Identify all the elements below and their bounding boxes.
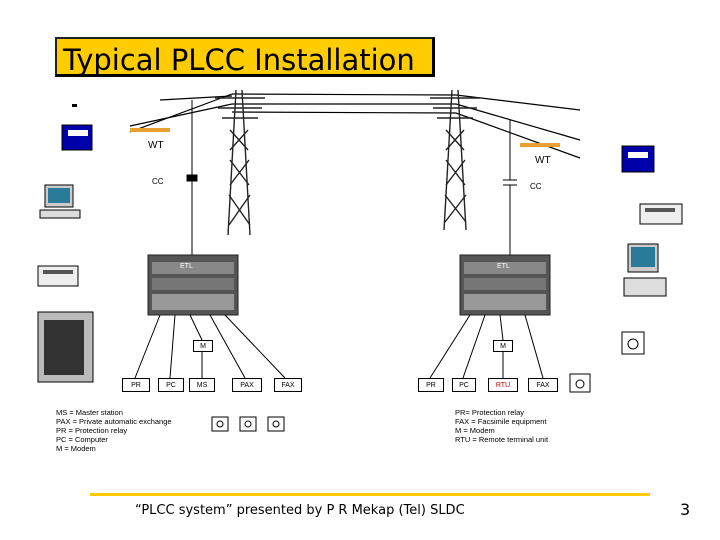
transmission-tower-right [430, 89, 480, 231]
coupling-capacitor-label-right: CC [530, 182, 542, 191]
legend-left-item: M = Modem [56, 444, 96, 453]
coupling-capacitor-left [186, 100, 198, 265]
footer-divider [90, 493, 650, 496]
page-title: Typical PLCC Installation [63, 43, 415, 77]
box-computer-left: PC [158, 378, 184, 392]
etl-label-right: ETL [497, 263, 510, 270]
fax-machine-icon-right [621, 145, 655, 173]
box-protection-relay-right: PR [418, 378, 444, 392]
legend-left-item: PAX = Private automatic exchange [56, 417, 172, 426]
telephone-icon-right-bottom [569, 373, 591, 393]
connections-left [134, 314, 286, 379]
telephone-icons-pax [211, 416, 285, 432]
computer-icon-left [39, 184, 81, 219]
connections-right [429, 314, 544, 379]
printer-icon-right [639, 203, 683, 225]
printer-icon-left [37, 265, 79, 287]
box-master-station: MS [189, 378, 215, 392]
modem-box-left: M [193, 340, 213, 352]
wave-trap-right [520, 143, 560, 147]
etl-label-left: ETL [180, 263, 193, 270]
plcc-rack-left [147, 254, 239, 316]
wave-trap-label-right: WT [535, 155, 551, 166]
telephone-icon-right-top [621, 331, 645, 355]
coupling-capacitor-label-left: CC [152, 177, 164, 186]
page-number: 3 [680, 500, 691, 519]
wave-trap-label-left: WT [148, 140, 164, 151]
legend-left-item: PC = Computer [56, 435, 108, 444]
plcc-rack-right [459, 254, 551, 316]
modem-box-right: M [493, 340, 513, 352]
coupling-capacitor-right [503, 120, 517, 255]
legend-left-item: PR = Protection relay [56, 426, 128, 435]
legend-left: MS = Master station PAX = Private automa… [56, 408, 172, 453]
title-box: Typical PLCC Installation [55, 37, 435, 77]
computer-icon-right [623, 243, 667, 297]
legend-right: PR= Protection relay FAX = Facsimile equ… [455, 408, 548, 444]
footer-credit: “PLCC system” presented by P R Mekap (Te… [135, 503, 465, 518]
wave-trap-left [130, 128, 170, 132]
box-fax-left: FAX [274, 378, 302, 392]
legend-right-item: M = Modem [455, 426, 495, 435]
box-computer-right: PC [452, 378, 476, 392]
fax-machine-icon-left [61, 104, 93, 151]
box-protection-relay-left: PR [122, 378, 150, 392]
transmission-tower-left [215, 89, 265, 236]
legend-right-item: PR= Protection relay [455, 408, 524, 417]
legend-left-item: MS = Master station [56, 408, 123, 417]
box-rtu: RTU [488, 378, 518, 392]
box-fax-right: FAX [528, 378, 558, 392]
power-lines [129, 93, 581, 159]
box-pax: PAX [232, 378, 262, 392]
legend-right-item: RTU = Remote terminal unit [455, 435, 549, 444]
legend-right-item: FAX = Facsimile equipment [455, 417, 547, 426]
server-cabinet-icon [37, 311, 94, 383]
